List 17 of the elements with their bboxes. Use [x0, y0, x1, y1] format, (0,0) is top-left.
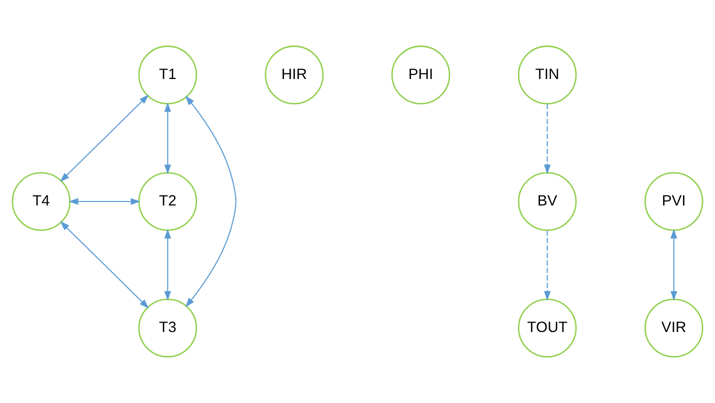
- node-circle: PHI: [391, 46, 450, 104]
- arrow: [60, 221, 149, 308]
- arrow: [68, 198, 140, 205]
- node-circle: TOUT: [518, 298, 577, 358]
- node-circle: TIN: [518, 46, 577, 104]
- arrow: [164, 228, 172, 301]
- node-circle: HIR: [264, 46, 324, 104]
- node-circle: T2: [138, 172, 198, 231]
- node-circle: PVI: [644, 172, 704, 231]
- arrow: [60, 94, 149, 182]
- arrow: [544, 104, 551, 174]
- arrow: [185, 96, 236, 308]
- node-circle: VIR: [644, 298, 704, 358]
- arrow: [164, 102, 172, 174]
- arrow: [544, 230, 551, 301]
- node-circle: BV: [518, 172, 577, 231]
- arrow: [670, 228, 678, 301]
